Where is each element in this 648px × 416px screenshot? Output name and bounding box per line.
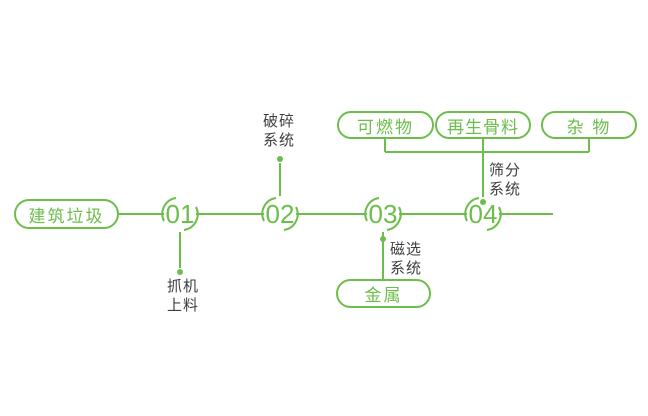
label-line: 上料	[166, 297, 199, 314]
arc-stage-03	[364, 197, 402, 231]
label-screening-system: 筛分 系统	[489, 161, 521, 199]
label-line: 系统	[489, 181, 522, 198]
source-node: 建筑垃圾	[14, 199, 119, 229]
label-line: 筛分	[489, 162, 522, 179]
dot-stage-02	[277, 156, 283, 162]
stage-number-03: 03	[368, 199, 398, 229]
arc-stage-04	[464, 197, 502, 231]
label-line: 系统	[390, 260, 423, 277]
output-misc: 杂 物	[541, 111, 637, 139]
output-recycled-aggregate: 再生骨料	[435, 111, 531, 139]
label-grab-feeding: 抓机 上料	[161, 277, 205, 315]
label-line: 磁选	[390, 241, 423, 258]
output-metal: 金属	[336, 279, 431, 308]
arc-stage-01	[161, 197, 199, 231]
flow-lines	[118, 139, 590, 279]
label-crushing-system: 破碎 系统	[257, 112, 301, 150]
dot-stage-03	[380, 236, 386, 242]
label-line: 抓机	[166, 278, 199, 295]
stage-number-04: 04	[468, 199, 498, 229]
junction-dots	[177, 156, 486, 275]
stage-number-02: 02	[265, 199, 295, 229]
dot-stage-01	[177, 269, 183, 275]
output-combustibles: 可燃物	[337, 111, 434, 139]
stage-number-01: 01	[165, 199, 195, 229]
label-magnetic-separation-system: 磁选 系统	[390, 240, 422, 278]
label-line: 破碎	[262, 113, 295, 130]
arc-stage-02	[261, 197, 299, 231]
dot-stage-04	[480, 199, 486, 205]
label-line: 系统	[262, 132, 295, 149]
